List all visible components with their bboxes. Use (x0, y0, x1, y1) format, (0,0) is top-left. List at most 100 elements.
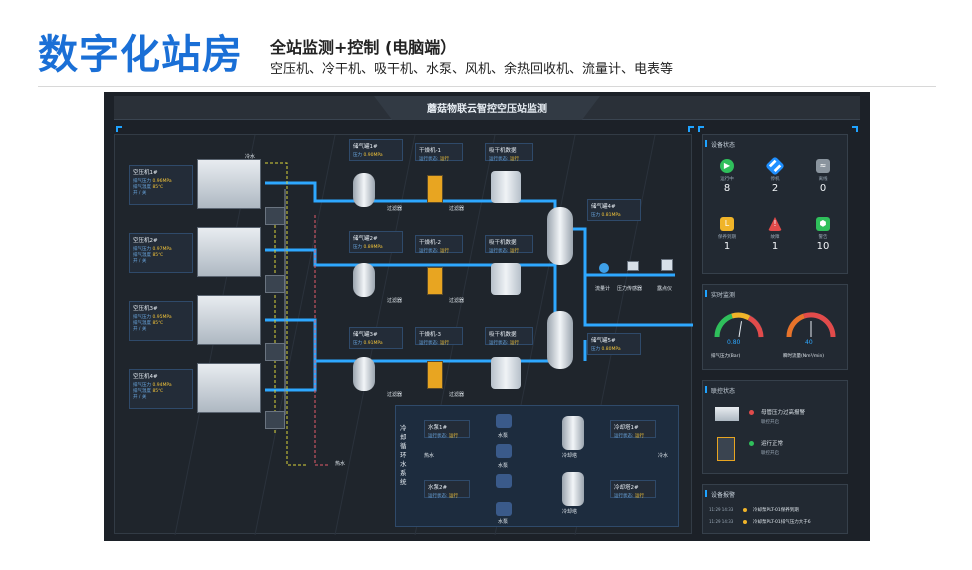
adsorber-card-2[interactable]: 吸干机数据 运行状态: 运行 (485, 235, 533, 254)
dew-meter-icon[interactable] (661, 259, 673, 271)
cooling-tower-machine[interactable] (562, 472, 584, 506)
dryer-machine[interactable] (427, 267, 443, 295)
tank-name: 储气罐2# (353, 236, 378, 242)
compressor-card-3[interactable]: 空压机3# 排气压力 0.95MPa 排气温度 85℃ 开 / 关 (129, 301, 193, 341)
tower-card-2[interactable]: 冷却塔2# 运行状态: 运行 (610, 480, 656, 499)
switch-row[interactable]: 开 / 关 (133, 395, 147, 400)
dryer-card-2[interactable]: 干燥机-2 运行状态: 运行 (415, 235, 463, 254)
water-pump-machine[interactable] (496, 474, 512, 488)
dryer-status: 运行状态: 运行 (419, 341, 449, 346)
compressor-card-2[interactable]: 空压机2# 排气压力 0.97MPa 排气温度 85℃ 开 / 关 (129, 233, 193, 273)
compressor-unit-2[interactable] (197, 227, 261, 277)
cooling-system-label: 冷却循环水系统 (400, 424, 407, 486)
adsorber-card-1[interactable]: 吸干机数据 运行状态: 运行 (485, 143, 533, 162)
linkage-status-2: 运行正常 (761, 441, 784, 447)
temp-row: 排气温度 85℃ (133, 321, 164, 326)
dryer-status: 运行状态: 运行 (419, 157, 449, 162)
tank-card-1[interactable]: 储气罐1# 压力 0.90MPa (349, 139, 403, 161)
water-pump-machine[interactable] (496, 444, 512, 458)
cooling-water-system: 冷却循环水系统 水泵1# 运行状态: 运行 水泵2# 运行状态: 运行 冷却塔1… (395, 405, 679, 527)
maintenance-icon: L (720, 217, 734, 231)
device-status-panel: 设备状态 ▶ 运行中 8 ❚❚ 停机 2 ≈ 离线 0 L (702, 134, 848, 274)
status-fault[interactable]: ! 故障 1 (755, 217, 795, 252)
hot-water-label: 热水 (335, 461, 346, 467)
pump-name: 水泵1# (428, 425, 448, 431)
filter-label: 过滤器 (449, 392, 465, 398)
cooling-tower-machine[interactable] (562, 416, 584, 450)
switch-row[interactable]: 开 / 关 (133, 259, 147, 264)
heat-recovery-unit (265, 343, 285, 361)
compressor-unit-4[interactable] (197, 363, 261, 413)
tower-card-1[interactable]: 冷却塔1# 运行状态: 运行 (610, 420, 656, 439)
water-pump-machine[interactable] (496, 414, 512, 428)
pump-status: 运行状态: 运行 (428, 494, 458, 499)
wifi-icon: ≈ (816, 159, 830, 173)
status-label: 保养到期 (718, 235, 736, 240)
alert-dot (743, 508, 747, 512)
gauges-svg (714, 312, 836, 338)
adsorber-machine[interactable] (491, 357, 521, 389)
air-tank-5[interactable] (547, 311, 573, 369)
cold-water-label: 冷水 (245, 154, 256, 160)
status-stopped[interactable]: ❚❚ 停机 2 (755, 156, 795, 194)
water-pump-machine[interactable] (496, 502, 512, 516)
status-count: 1 (771, 241, 779, 252)
filter-label: 过滤器 (449, 206, 465, 212)
pump-card-1[interactable]: 水泵1# 运行状态: 运行 (424, 420, 470, 439)
dryer-machine[interactable] (427, 361, 443, 389)
flow-gauge-value: 40 (805, 339, 813, 346)
dryer-machine[interactable] (427, 175, 443, 203)
air-tank-4[interactable] (547, 207, 573, 265)
alert-text[interactable]: 冷却泵PLT-01保养到期 (753, 508, 799, 513)
adsorber-card-3[interactable]: 吸干机数据 运行状态: 运行 (485, 327, 533, 346)
status-offline[interactable]: ≈ 离线 0 (803, 159, 843, 194)
alert-time: 11:29 14:33 (709, 507, 734, 512)
temp-row: 排气温度 85℃ (133, 253, 164, 258)
alert-text[interactable]: 冷却泵PLT-01排气压力大于6 (753, 520, 811, 525)
pressure-gauge-label: 排气压力(Bar) (711, 354, 741, 359)
page-description: 空压机、冷干机、吸干机、水泵、风机、余热回收机、流量计、电表等 (270, 62, 674, 77)
tank-pressure: 压力 0.81MPa (591, 213, 621, 218)
pressure-gauge-value: 0.80 (727, 339, 741, 346)
pressure-row: 排气压力 0.95MPa (133, 315, 172, 320)
hot-water-label: 热水 (424, 453, 435, 459)
air-tank-1[interactable] (353, 173, 375, 207)
right-sidebar: 设备状态 ▶ 运行中 8 ❚❚ 停机 2 ≈ 离线 0 L (702, 134, 862, 534)
tank-card-4[interactable]: 储气罐4# 压力 0.81MPa (587, 199, 641, 221)
pressure-row: 排气压力 0.96MPa (133, 179, 172, 184)
corner-mark (698, 126, 704, 132)
alert-dot (743, 520, 747, 524)
tank-pressure: 压力 0.89MPa (353, 245, 383, 250)
compressor-card-1[interactable]: 空压机1# 排气压力 0.96MPa 排气温度 85℃ 开 / 关 (129, 165, 193, 205)
linkage-device-1 (715, 407, 739, 421)
adsorber-machine[interactable] (491, 263, 521, 295)
compressor-card-4[interactable]: 空压机4# 排气压力 0.94MPa 排气温度 85℃ 开 / 关 (129, 369, 193, 409)
tower-label: 冷却塔 (562, 509, 578, 515)
pump-card-2[interactable]: 水泵2# 运行状态: 运行 (424, 480, 470, 499)
status-alert[interactable]: ⬢ 警告 10 (803, 217, 843, 252)
tank-card-3[interactable]: 储气罐3# 压力 0.91MPa (349, 327, 403, 349)
dryer-card-1[interactable]: 干燥机-1 运行状态: 运行 (415, 143, 463, 162)
air-tank-3[interactable] (353, 357, 375, 391)
air-tank-2[interactable] (353, 263, 375, 297)
compressor-unit-3[interactable] (197, 295, 261, 345)
tank-card-5[interactable]: 储气罐5# 压力 0.80MPa (587, 333, 641, 355)
flowmeter-icon[interactable] (599, 263, 609, 273)
corner-mark (852, 126, 858, 132)
pressure-sensor-icon[interactable] (627, 261, 639, 271)
dryer-card-3[interactable]: 干燥机-3 运行状态: 运行 (415, 327, 463, 346)
compressor-unit-1[interactable] (197, 159, 261, 209)
status-label: 警告 (818, 235, 828, 240)
status-maintenance[interactable]: L 保养到期 1 (707, 217, 747, 252)
status-count: 10 (816, 241, 830, 252)
switch-row[interactable]: 开 / 关 (133, 191, 147, 196)
switch-row[interactable]: 开 / 关 (133, 327, 147, 332)
play-icon: ▶ (720, 159, 734, 173)
adsorber-machine[interactable] (491, 171, 521, 203)
tank-pressure: 压力 0.80MPa (591, 347, 621, 352)
tank-card-2[interactable]: 储气罐2# 压力 0.89MPa (349, 231, 403, 253)
process-diagram: 空压机1# 排气压力 0.96MPa 排气温度 85℃ 开 / 关 空压机2# … (114, 134, 693, 535)
pump-name: 水泵2# (428, 485, 448, 491)
status-running[interactable]: ▶ 运行中 8 (707, 159, 747, 194)
filter-label: 过滤器 (387, 206, 403, 212)
